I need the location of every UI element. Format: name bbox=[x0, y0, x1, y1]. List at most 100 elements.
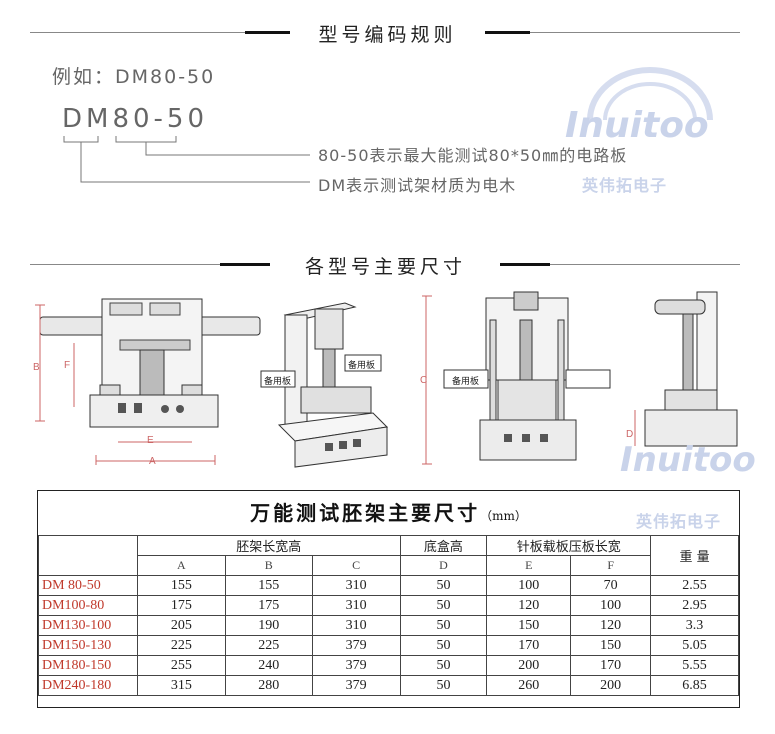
section2-title: 各型号主要尺寸 bbox=[304, 256, 466, 278]
cell: 225 bbox=[224, 635, 313, 656]
cell: 150 bbox=[486, 615, 572, 636]
cell: 260 bbox=[486, 675, 572, 696]
cell: 205 bbox=[136, 615, 226, 636]
table-unit: （mm） bbox=[480, 509, 527, 523]
row-model: DM240-180 bbox=[38, 675, 138, 696]
dim-label-f: F bbox=[64, 360, 71, 371]
cell: 190 bbox=[224, 615, 313, 636]
cell: 310 bbox=[311, 575, 401, 596]
code-bracket-lines bbox=[63, 136, 310, 183]
cell: 379 bbox=[311, 635, 401, 656]
dim-label-a: A bbox=[149, 456, 156, 467]
dim-label-c: C bbox=[420, 375, 428, 386]
table-title: 万能测试胚架主要尺寸（mm） bbox=[38, 491, 739, 535]
drawing-rear-view bbox=[422, 291, 611, 465]
section2-rule-left bbox=[30, 264, 220, 265]
watermark-cn-mid: 英伟拓电子 bbox=[636, 512, 722, 531]
spec-grid: 胚架长宽高 底盒高 针板载板压板长宽 重 量 A B C D E F DM 80… bbox=[38, 535, 739, 696]
cell: 2.55 bbox=[650, 575, 739, 596]
section2-rule-left-thick bbox=[220, 263, 270, 266]
header-e: E bbox=[486, 555, 572, 576]
section2-rule-right-thick bbox=[500, 263, 550, 266]
cell: 155 bbox=[136, 575, 226, 596]
board-label-3: 备用板 bbox=[452, 376, 480, 386]
cell: 120 bbox=[486, 595, 572, 616]
header-c: C bbox=[311, 555, 401, 576]
cell: 255 bbox=[136, 655, 226, 676]
header-b: B bbox=[224, 555, 313, 576]
watermark-cn-top: 英伟拓电子 bbox=[582, 176, 668, 195]
row-model: DM100-80 bbox=[38, 595, 138, 616]
header-row-groups: 胚架长宽高 底盒高 针板载板压板长宽 重 量 bbox=[38, 535, 739, 576]
cell: 50 bbox=[399, 655, 488, 676]
watermark-brand-top: Inuitoo bbox=[565, 105, 709, 146]
row-model: DM180-150 bbox=[38, 655, 138, 676]
spec-table: 万能测试胚架主要尺寸（mm） 胚架长宽高 底盒高 针板载板压板长宽 重 量 A … bbox=[37, 490, 740, 708]
header-box-height: 底盒高 bbox=[399, 535, 488, 556]
cell: 175 bbox=[224, 595, 313, 616]
section1-rule-left-thick bbox=[245, 31, 290, 34]
board-label-2: 备用板 bbox=[348, 360, 376, 370]
section1-rule-left bbox=[30, 32, 245, 33]
header-frame-dims: 胚架长宽高 bbox=[136, 535, 401, 556]
cell: 50 bbox=[399, 675, 488, 696]
model-code-prefix: DM bbox=[62, 104, 113, 134]
cell: 50 bbox=[399, 575, 488, 596]
drawing-perspective bbox=[260, 302, 389, 468]
section1-title: 型号编码规则 bbox=[318, 24, 457, 46]
cell: 310 bbox=[311, 595, 401, 616]
table-row: DM100-80 175 175 310 50 120 100 2.95 bbox=[38, 595, 739, 616]
cell: 379 bbox=[311, 655, 401, 676]
section1-rule-right-thick bbox=[485, 31, 530, 34]
watermark-logo-top bbox=[587, 67, 713, 121]
cell: 150 bbox=[570, 635, 652, 656]
cell: 50 bbox=[399, 615, 488, 636]
example-label: 例如：DM80-50 bbox=[52, 66, 216, 88]
dim-label-e: E bbox=[147, 435, 154, 446]
cell: 240 bbox=[224, 655, 313, 676]
watermark-brand-mid: Inuitoo bbox=[620, 440, 756, 480]
cell: 155 bbox=[224, 575, 313, 596]
dim-label-b: B bbox=[33, 362, 40, 373]
cell: 120 bbox=[570, 615, 652, 636]
drawing-side-view bbox=[634, 291, 738, 447]
row-model: DM130-100 bbox=[38, 615, 138, 636]
cell: 280 bbox=[224, 675, 313, 696]
row-model: DM 80-50 bbox=[38, 575, 138, 596]
board-label-1: 备用板 bbox=[264, 376, 292, 386]
cell: 6.85 bbox=[650, 675, 739, 696]
header-model-blank bbox=[38, 535, 138, 576]
drawing-front-dimensioned bbox=[35, 298, 261, 465]
cell: 50 bbox=[399, 595, 488, 616]
header-row-letters: A B C D E F bbox=[39, 555, 739, 576]
table-row: DM150-130 225 225 379 50 170 150 5.05 bbox=[38, 635, 739, 656]
size-description: 80-50表示最大能测试80*50㎜的电路板 bbox=[318, 146, 628, 165]
header-plate-dims: 针板载板压板长宽 bbox=[486, 535, 652, 556]
cell: 3.3 bbox=[650, 615, 739, 636]
cell: 5.05 bbox=[650, 635, 739, 656]
table-row: DM 80-50 155 155 310 50 100 70 2.55 bbox=[38, 575, 739, 596]
cell: 100 bbox=[486, 575, 572, 596]
header-f: F bbox=[570, 555, 652, 576]
model-code: DM80-50 bbox=[62, 104, 208, 134]
header-weight: 重 量 bbox=[650, 535, 739, 576]
dim-label-d: D bbox=[626, 429, 634, 440]
table-row: DM130-100 205 190 310 50 150 120 3.3 bbox=[38, 615, 739, 636]
cell: 310 bbox=[311, 615, 401, 636]
table-row: DM180-150 255 240 379 50 200 170 5.55 bbox=[38, 655, 739, 676]
cell: 50 bbox=[399, 635, 488, 656]
cell: 200 bbox=[570, 675, 652, 696]
section1-rule-right bbox=[530, 32, 740, 33]
model-code-size: 80-50 bbox=[112, 104, 209, 134]
table-row: DM240-180 315 280 379 50 260 200 6.85 bbox=[38, 675, 739, 696]
table-title-text: 万能测试胚架主要尺寸 bbox=[250, 501, 481, 525]
cell: 2.95 bbox=[650, 595, 739, 616]
cell: 170 bbox=[570, 655, 652, 676]
cell: 70 bbox=[570, 575, 652, 596]
cell: 225 bbox=[136, 635, 226, 656]
row-model: DM150-130 bbox=[38, 635, 138, 656]
cell: 315 bbox=[136, 675, 226, 696]
cell: 200 bbox=[486, 655, 572, 676]
cell: 5.55 bbox=[650, 655, 739, 676]
cell: 175 bbox=[136, 595, 226, 616]
